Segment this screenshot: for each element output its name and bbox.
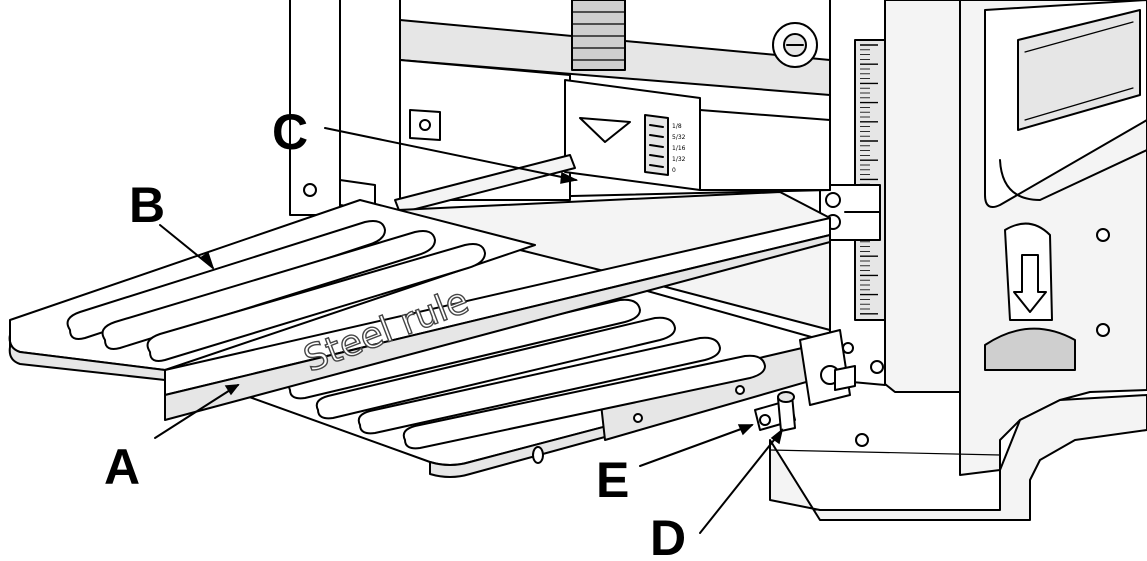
- depth-scale-label: 1/8: [672, 123, 682, 130]
- lock-knob-d: [777, 391, 796, 432]
- outfeed-table: [229, 274, 841, 478]
- depth-scale-label: 1/32: [672, 156, 686, 163]
- callout-b: B: [129, 177, 165, 233]
- callout-leaders: [154, 127, 784, 534]
- infeed-table: [8, 199, 536, 381]
- depth-scale-label: 5/32: [672, 134, 686, 141]
- depth-scale-label: 1/16: [672, 145, 686, 152]
- callout-c: C: [272, 104, 308, 160]
- depth-scale-label: 0: [672, 167, 676, 174]
- callout-a: A: [104, 439, 140, 495]
- cutterhead-frame: 1/8 5/32 1/16 1/32 0: [289, 0, 831, 216]
- callout-d: D: [650, 510, 686, 561]
- adjustment-bracket: [799, 329, 856, 406]
- callout-e: E: [596, 452, 629, 508]
- depth-scale-labels: 1/8 5/32 1/16 1/32 0: [672, 123, 686, 174]
- machine-housing: [769, 0, 1147, 521]
- height-scale-column: [819, 0, 886, 386]
